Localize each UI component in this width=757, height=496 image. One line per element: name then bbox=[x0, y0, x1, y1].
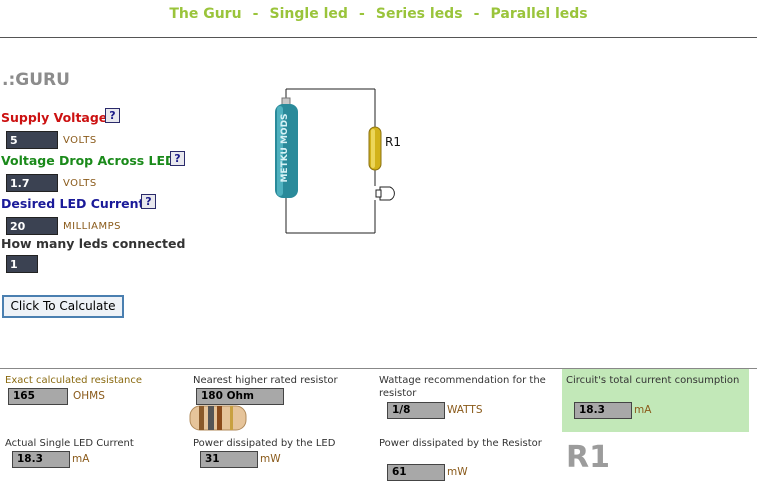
single-led-current-value: 18.3 bbox=[12, 451, 70, 468]
supply-voltage-unit: VOLTS bbox=[63, 135, 97, 146]
total-current-value: 18.3 bbox=[574, 402, 632, 419]
nav-single-led[interactable]: Single led bbox=[269, 6, 348, 22]
battery-icon bbox=[275, 97, 298, 198]
help-icon[interactable]: ? bbox=[141, 194, 156, 209]
power-resistor-value: 61 bbox=[387, 464, 445, 481]
led-current-unit: MILLIAMPS bbox=[63, 221, 122, 232]
led-icon bbox=[375, 186, 395, 201]
circuit-wires bbox=[285, 88, 376, 234]
nav-separator: - bbox=[473, 6, 480, 22]
nearest-resistor-value: 180 Ohm bbox=[196, 388, 284, 405]
total-current-highlight bbox=[562, 369, 749, 432]
resistor-icon bbox=[368, 126, 382, 171]
nav-the-guru[interactable]: The Guru bbox=[169, 6, 242, 22]
nav-series-leds[interactable]: Series leds bbox=[375, 6, 463, 22]
page-title: .:GURU bbox=[2, 70, 70, 90]
battery-label: METKU MODS bbox=[280, 113, 290, 182]
led-current-input[interactable]: 20 bbox=[6, 217, 58, 235]
supply-voltage-input[interactable]: 5 bbox=[6, 131, 58, 149]
led-count-input[interactable]: 1 bbox=[6, 255, 38, 273]
single-led-current-unit: mA bbox=[72, 453, 90, 465]
voltage-drop-label: Voltage Drop Across LED bbox=[1, 153, 176, 168]
resistor-label: R1 bbox=[385, 135, 401, 149]
exact-resistance-unit: OHMS bbox=[73, 390, 105, 402]
top-nav: The Guru - Single led - Series leds - Pa… bbox=[0, 0, 757, 28]
header-divider bbox=[0, 37, 757, 38]
single-led-current-title: Actual Single LED Current bbox=[5, 438, 134, 449]
voltage-drop-unit: VOLTS bbox=[63, 178, 97, 189]
total-current-unit: mA bbox=[634, 404, 652, 416]
led-current-label: Desired LED Current bbox=[1, 196, 145, 211]
power-led-unit: mW bbox=[260, 453, 281, 465]
help-icon[interactable]: ? bbox=[105, 108, 120, 123]
exact-resistance-value: 165 bbox=[8, 388, 68, 405]
nav-separator: - bbox=[252, 6, 259, 22]
power-led-value: 31 bbox=[200, 451, 258, 468]
wattage-value: 1/8 bbox=[387, 402, 445, 419]
power-resistor-unit: mW bbox=[447, 466, 468, 478]
wattage-unit: WATTS bbox=[447, 404, 483, 416]
power-led-title: Power dissipated by the LED bbox=[193, 438, 336, 449]
supply-voltage-label: Supply Voltage bbox=[1, 110, 108, 125]
exact-resistance-title: Exact calculated resistance bbox=[5, 375, 142, 386]
voltage-drop-input[interactable]: 1.7 bbox=[6, 174, 58, 192]
led-count-label: How many leds connected bbox=[1, 236, 186, 251]
nearest-resistor-title: Nearest higher rated resistor bbox=[193, 375, 338, 386]
nav-separator: - bbox=[359, 6, 365, 22]
power-resistor-title: Power dissipated by the Resistor bbox=[379, 438, 542, 449]
wattage-title: Wattage recommendation for the resistor bbox=[379, 375, 546, 399]
resistor-name-display: R1 bbox=[566, 440, 610, 475]
calculate-button[interactable]: Click To Calculate bbox=[2, 295, 124, 318]
total-current-title: Circuit's total current consumption bbox=[566, 375, 740, 386]
help-icon[interactable]: ? bbox=[170, 151, 185, 166]
nav-parallel-leds[interactable]: Parallel leds bbox=[490, 6, 588, 22]
